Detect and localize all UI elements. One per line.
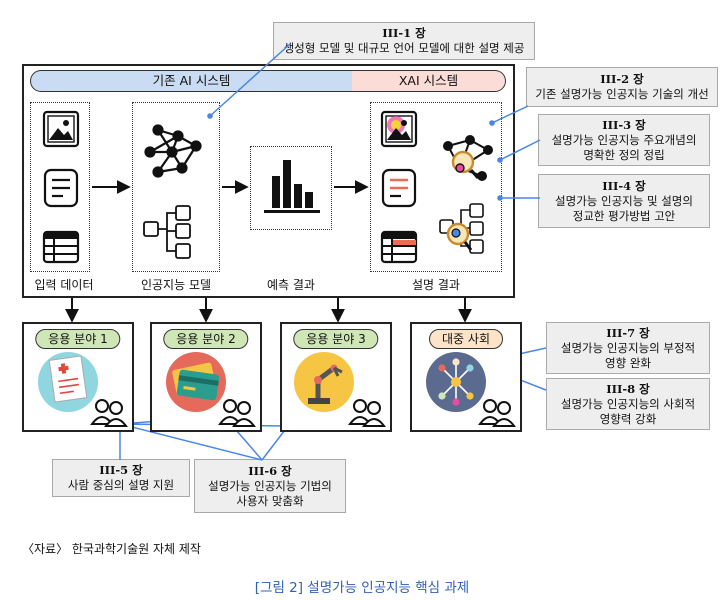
callout-chapter: III-2 장 [600, 72, 644, 86]
callout-text: 기존 설명가능 인공지능 기술의 개선 [535, 87, 709, 101]
table-icon [42, 230, 80, 264]
application-label-1: 응용 분야 1 [35, 329, 121, 349]
existing-ai-system-label: 기존 AI 시스템 [152, 73, 231, 88]
callout-chapter: III-8 장 [606, 381, 650, 396]
existing-ai-system-bar: 기존 AI 시스템 [30, 70, 352, 92]
xai-system-label: XAI 시스템 [398, 73, 459, 88]
callout-iii-2: III-2 장 기존 설명가능 인공지능 기술의 개선 [526, 67, 718, 107]
bar-chart-icon [264, 160, 320, 213]
callout-iii-7: III-7 장 설명가능 인공지능의 부정적 영향 완화 [546, 322, 710, 374]
highlighted-table-icon [380, 230, 418, 264]
callout-iii-6: III-6 장 설명가능 인공지능 기법의 사용자 맞춤화 [194, 459, 346, 513]
callout-iii-5: III-5 장 사람 중심의 설명 지원 [52, 459, 190, 497]
text-document-icon [43, 168, 79, 208]
callout-text-line2: 영향 완화 [605, 355, 651, 370]
image-icon [42, 110, 80, 148]
callout-text-line2: 정교한 평가방법 고안 [572, 208, 676, 223]
callout-text-line1: 설명가능 인공지능의 사회적 [560, 396, 696, 411]
callout-text-line1: 설명가능 인공지능의 부정적 [560, 340, 696, 355]
application-label-2: 응용 분야 2 [163, 329, 249, 349]
xai-system-bar: XAI 시스템 [352, 70, 506, 92]
ai-model-label: 인공지능 모델 [140, 278, 212, 292]
main-system-frame [22, 64, 515, 298]
callout-text-line1: 설명가능 인공지능 주요개념의 [551, 132, 697, 147]
network-magnifier-icon [443, 135, 493, 181]
callout-text: 사람 중심의 설명 지원 [67, 478, 175, 492]
explanation-box [370, 102, 502, 272]
robot-arm-icon [294, 352, 354, 412]
application-label-3: 응용 분야 3 [293, 329, 379, 349]
callout-text-line2: 영향력 강화 [599, 411, 657, 426]
explanation-label: 설명 결과 [412, 278, 460, 292]
callout-chapter: III-5 장 [99, 463, 143, 477]
callout-chapter: III-7 장 [606, 325, 650, 340]
callout-iii-3: III-3 장 설명가능 인공지능 주요개념의 명확한 정의 정립 [538, 114, 710, 166]
callout-text-line2: 사용자 맞춤화 [236, 493, 304, 508]
highlighted-text-icon [381, 168, 417, 208]
callout-text-line2: 명확한 정의 정립 [583, 147, 665, 162]
figure-title: [그림 2] 설명가능 인공지능 핵심 과제 [254, 580, 470, 596]
callout-chapter: III-3 장 [602, 117, 646, 132]
social-network-icon [426, 352, 486, 412]
highlighted-image-icon [380, 110, 418, 148]
callout-chapter: III-6 장 [248, 463, 292, 478]
input-data-label: 입력 데이터 [34, 278, 94, 292]
callout-chapter: III-4 장 [602, 178, 646, 193]
prediction-box [250, 146, 332, 230]
callout-chapter: III-1 장 [382, 26, 426, 40]
prediction-label: 예측 결과 [267, 278, 315, 292]
callout-text-line1: 설명가능 인공지능 및 설명의 [555, 193, 693, 208]
decision-tree-icon [143, 205, 191, 259]
medical-report-icon [38, 352, 98, 412]
callout-iii-4: III-4 장 설명가능 인공지능 및 설명의 정교한 평가방법 고안 [538, 174, 710, 228]
callout-iii-1: III-1 장 생성형 모델 및 대규모 언어 모델에 대한 설명 제공 [273, 22, 535, 60]
neural-network-icon [144, 124, 202, 178]
tree-magnifier-icon [439, 203, 484, 254]
callout-text: 생성형 모델 및 대규모 언어 모델에 대한 설명 제공 [283, 41, 525, 55]
input-data-box [30, 102, 90, 272]
users-icon [90, 399, 516, 427]
callout-text-line1: 설명가능 인공지능 기법의 [208, 478, 332, 493]
credit-card-icon [166, 352, 226, 412]
public-society-label: 대중 사회 [429, 329, 503, 349]
ai-model-box [132, 102, 220, 272]
callout-iii-8: III-8 장 설명가능 인공지능의 사회적 영향력 강화 [546, 378, 710, 430]
app-connectors [65, 298, 472, 323]
source-note: 〈자료〉 한국과학기술원 자체 제작 [22, 542, 201, 556]
